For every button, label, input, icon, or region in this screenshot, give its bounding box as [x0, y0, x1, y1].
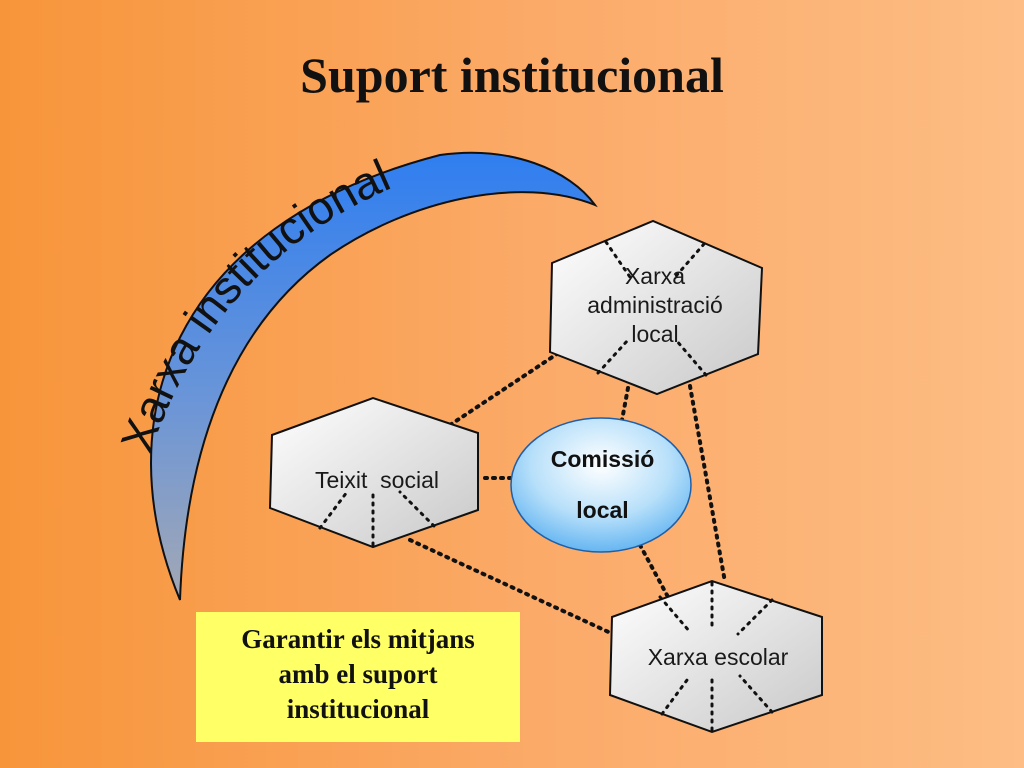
note-box: Garantir els mitjans amb el suport insti…	[196, 612, 520, 742]
escolar-label: Xarxa escolar	[647, 644, 789, 670]
connector-comissio-escolar	[638, 543, 670, 599]
institutional-arc	[150, 151, 598, 601]
note-line3: institucional	[286, 694, 430, 724]
note-line1: Garantir els mitjans	[241, 624, 475, 654]
connector-teixit-admin	[448, 350, 562, 427]
hex-teixit	[268, 396, 479, 549]
note-line2: amb el suport	[278, 659, 438, 689]
comissio-ellipse	[510, 417, 692, 553]
comissio-label-line2: local	[576, 497, 629, 523]
teixit-label: Teixit social	[315, 467, 439, 493]
admin-label: Xarxa administració local	[560, 262, 750, 349]
hex-admin	[548, 219, 764, 396]
comissio-label-line1: Comissió	[550, 446, 655, 472]
connector-admin-comissio	[620, 386, 630, 422]
admin-label-line2: administració	[587, 292, 723, 318]
admin-label-line3: local	[631, 321, 679, 347]
slide-title: Suport institucional	[300, 47, 724, 103]
admin-label-line1: Xarxa	[624, 263, 686, 289]
hex-escolar	[608, 579, 823, 734]
connector-lines	[408, 350, 727, 637]
connector-admin-escolar	[688, 384, 727, 584]
connector-teixit-escolar	[408, 538, 617, 637]
